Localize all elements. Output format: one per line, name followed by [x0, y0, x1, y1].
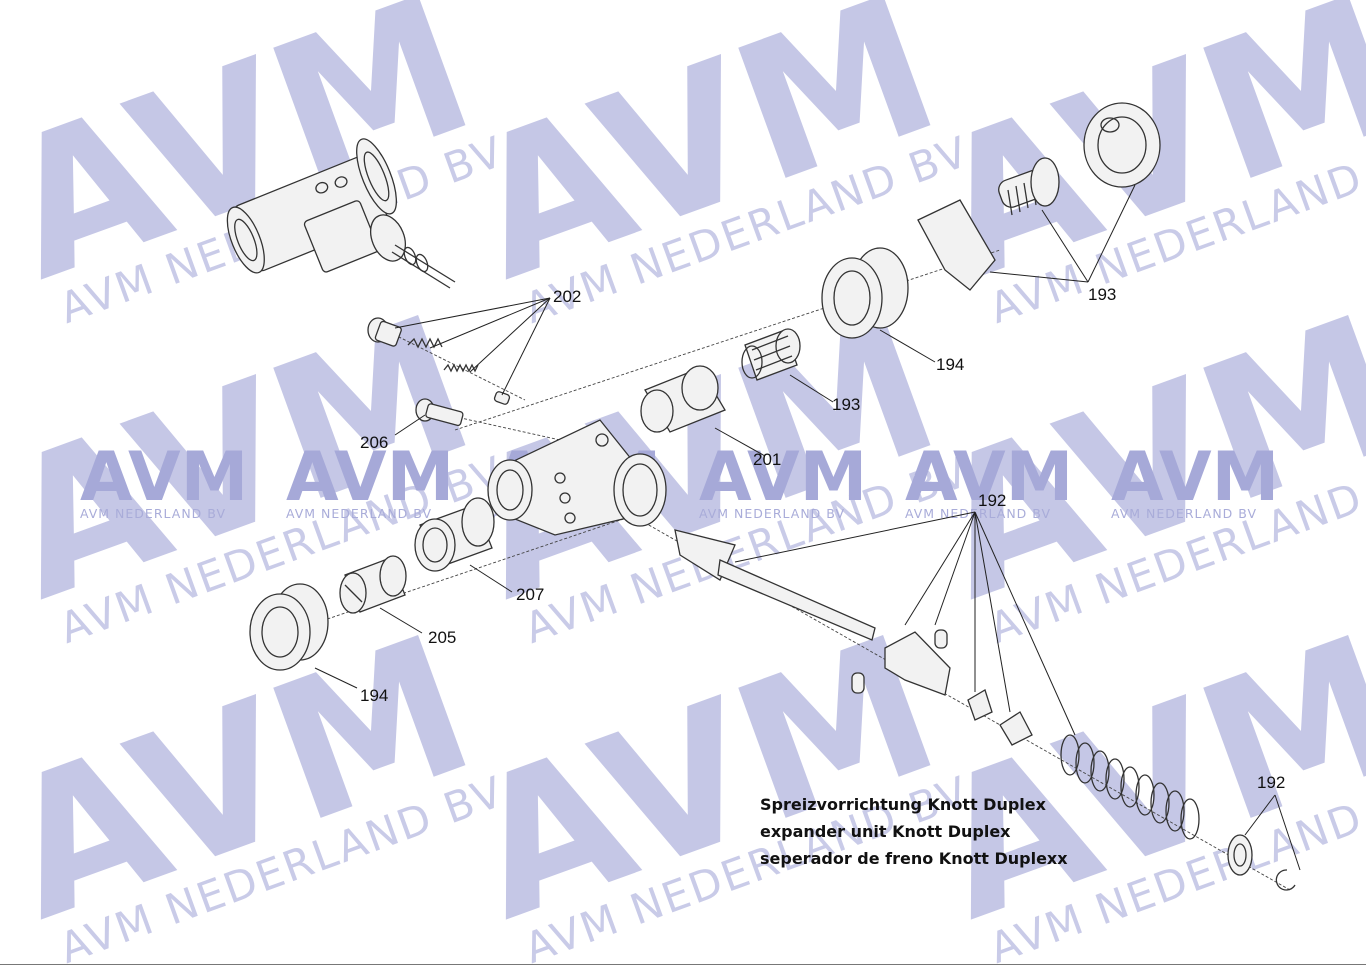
part-206-bolt	[415, 398, 464, 427]
callout-207: 207	[516, 585, 544, 604]
return-spring	[1060, 734, 1200, 840]
axis-line-plunger	[384, 329, 526, 401]
axis-line-bolt	[424, 409, 561, 441]
axis-line-lower	[279, 509, 651, 636]
band-company: AVM NEDERLAND BV	[1111, 506, 1257, 521]
band-tile: AVM AVM NEDERLAND BV	[286, 438, 454, 521]
band-logo: AVM	[80, 438, 248, 517]
callout-labels: 202 206 201 193 194 193 192 192 207 205 …	[360, 285, 1285, 792]
callout-194-upper: 194	[936, 355, 964, 374]
caption-spanish: seperador de freno Knott Duplexx	[760, 849, 1068, 868]
part-205-piston	[339, 555, 407, 614]
expander-housing	[487, 419, 667, 536]
band-company: AVM NEDERLAND BV	[286, 506, 432, 521]
leader-lines	[314, 184, 1301, 871]
callout-193-mid: 193	[832, 395, 860, 414]
assembled-expander	[226, 138, 456, 289]
band-tile: AVM AVM NEDERLAND BV	[80, 438, 248, 521]
part-193-knurled-nut	[741, 328, 801, 381]
part-193-adjuster-assembly	[917, 102, 1161, 291]
callout-193-upper: 193	[1088, 285, 1116, 304]
callout-201: 201	[753, 450, 781, 469]
band-tile: AVM AVM NEDERLAND BV	[699, 438, 867, 521]
band-company: AVM NEDERLAND BV	[80, 506, 226, 521]
band-tile: AVM AVM NEDERLAND BV	[905, 438, 1073, 521]
bottom-border	[0, 964, 1366, 965]
part-201-sleeve	[640, 365, 726, 433]
callout-202: 202	[553, 287, 581, 306]
band-company: AVM NEDERLAND BV	[699, 506, 845, 521]
part-207-sleeve	[414, 497, 495, 572]
watermark-tile: AVM AVM NEDERLAND BV	[0, 0, 510, 333]
callout-192-right: 192	[1257, 773, 1285, 792]
callout-205: 205	[428, 628, 456, 647]
callout-194-lower: 194	[360, 686, 388, 705]
band-logo: AVM	[699, 438, 867, 517]
band-logo: AVM	[286, 438, 454, 517]
part-192-group	[674, 529, 1296, 891]
caption-german: Spreizvorrichtung Knott Duplex	[760, 795, 1046, 814]
callout-192-center: 192	[978, 491, 1006, 510]
axis-line-upper	[454, 249, 1001, 431]
band-company: AVM NEDERLAND BV	[905, 506, 1051, 521]
part-194-lower-seal	[249, 583, 329, 671]
callout-206: 206	[360, 433, 388, 452]
part-194-upper-seal	[821, 247, 909, 339]
band-tile: AVM AVM NEDERLAND BV	[1111, 438, 1279, 521]
band-logo: AVM	[1111, 438, 1279, 517]
caption-english: expander unit Knott Duplex	[760, 822, 1011, 841]
part-202-group	[367, 317, 511, 405]
band-logo: AVM	[905, 438, 1073, 517]
